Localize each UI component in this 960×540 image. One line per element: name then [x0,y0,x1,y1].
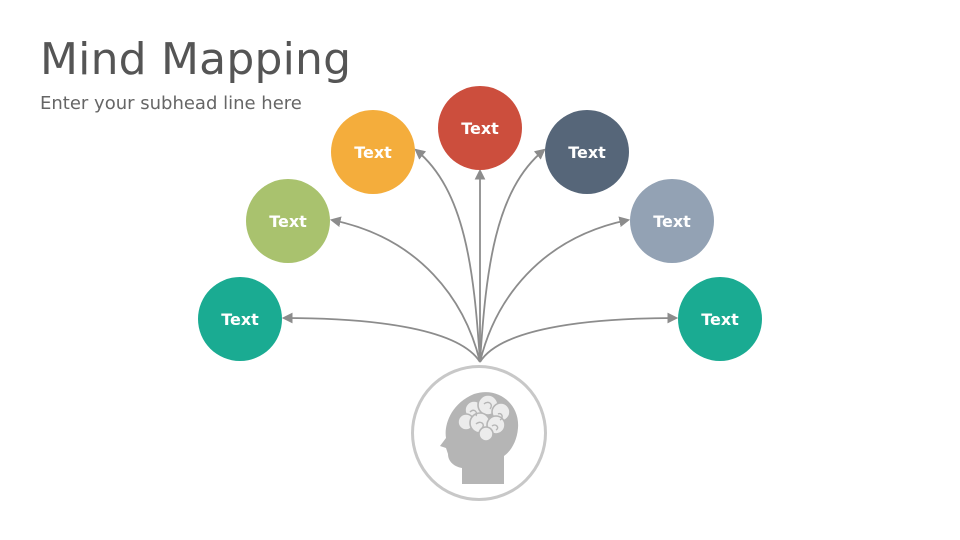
node-label: Text [221,309,259,329]
connector-5 [479,148,546,363]
node-circle-1: Text [198,277,282,361]
slide-subtitle: Enter your subhead line here [40,93,302,114]
connector-6 [479,216,631,363]
central-hub [411,365,547,501]
connector-2 [329,216,481,363]
node-circle-6: Text [630,179,714,263]
connector-7 [479,312,679,363]
slide-title: Mind Mapping [40,34,352,85]
head-brain-icon [440,392,519,484]
node-label: Text [269,211,307,231]
node-label: Text [461,118,499,138]
node-circle-2: Text [246,179,330,263]
node-circle-3: Text [331,110,415,194]
node-label: Text [354,142,392,162]
node-label: Text [701,309,739,329]
connector-1 [281,312,481,363]
node-circle-4: Text [438,86,522,170]
node-circle-5: Text [545,110,629,194]
node-label: Text [653,211,691,231]
connector-3 [414,148,481,363]
node-circle-7: Text [678,277,762,361]
node-label: Text [568,142,606,162]
